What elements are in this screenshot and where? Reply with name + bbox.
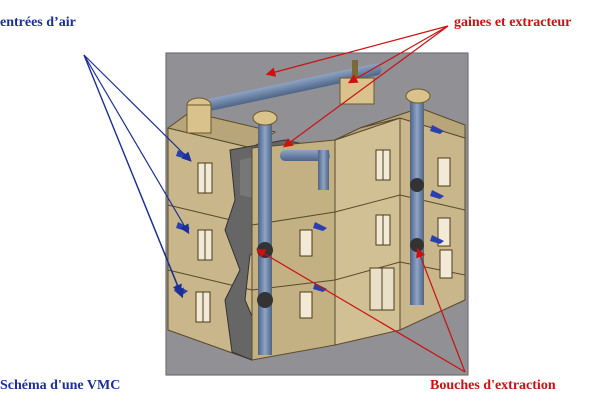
window-icon (197, 162, 213, 194)
ducts-extractor-label: gaines et extracteur (454, 15, 572, 30)
blue-arrow-icon (313, 222, 327, 231)
window-icon (437, 217, 451, 247)
window-icon (197, 229, 213, 261)
windows (195, 149, 453, 323)
extraction-pointers (255, 247, 466, 373)
blue-arrow-icon (430, 235, 444, 244)
window-icon (375, 149, 391, 181)
window-icon (437, 157, 451, 187)
diagram-caption: Schéma d'une VMC (0, 378, 121, 393)
extraction-vents-label: Bouches d'extraction (430, 378, 556, 393)
window-icon (299, 229, 313, 257)
air-inlet-pointers (83, 54, 192, 299)
blue-arrow-icon (313, 283, 327, 292)
door (369, 267, 395, 311)
duct-pointers (265, 25, 449, 148)
window-icon (439, 249, 453, 279)
blue-arrow-icon (430, 190, 444, 199)
window-icon (195, 291, 211, 323)
blue-arrow-icon (430, 125, 444, 134)
window-icon (375, 214, 391, 246)
window-icon (299, 291, 313, 319)
air-inlets-label: entrées d’air (0, 15, 76, 30)
